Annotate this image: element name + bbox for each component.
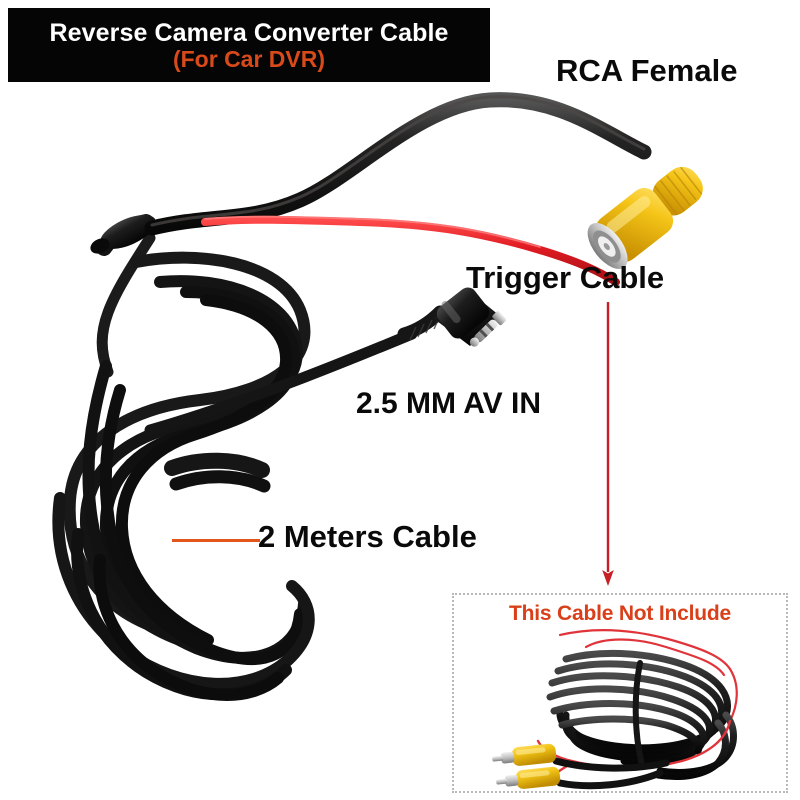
page-subtitle: (For Car DVR): [172, 45, 326, 72]
cable-run-to-jack: [144, 328, 418, 436]
title-banner: Reverse Camera Converter Cable (For Car …: [8, 8, 490, 82]
callout-av-in: 2.5 MM AV IN: [356, 387, 542, 420]
page-title: Reverse Camera Converter Cable: [49, 18, 449, 47]
callout-rca-female: RCA Female: [556, 53, 738, 88]
main-black-cable-highlight: [150, 95, 646, 227]
cable-splitter: [90, 214, 156, 256]
arrow-down-icon: [602, 302, 614, 586]
callout-cable-length: 2 Meters Cable: [258, 519, 477, 554]
callout-trigger-cable: Trigger Cable: [466, 260, 665, 295]
coiled-cable-bundle: [52, 232, 315, 701]
inset-red-wire-tails: [558, 629, 738, 723]
inset-rca-plug-upper: [492, 743, 557, 766]
trigger-wire-highlight: [204, 215, 541, 248]
leader-line-icon: [172, 539, 260, 542]
trigger-wire: [201, 215, 620, 286]
av-jack-2-5mm: [397, 287, 507, 347]
main-black-cable: [144, 92, 652, 236]
inset-rca-plug-lower: [496, 766, 561, 789]
not-included-inset: This Cable Not Include: [452, 593, 788, 793]
inset-plug-leads: [552, 757, 670, 790]
inset-notice-text: This Cable Not Include: [509, 602, 731, 625]
rca-female-connector: [587, 166, 703, 269]
inset-cable-photo: [492, 629, 738, 790]
inset-coiled-cable: [546, 650, 737, 780]
